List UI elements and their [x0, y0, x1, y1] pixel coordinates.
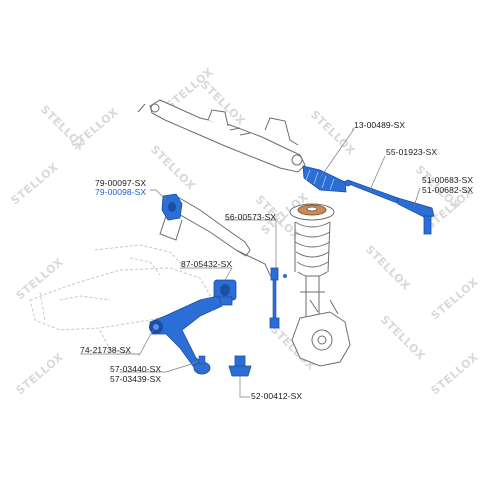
steering-rack	[137, 99, 306, 173]
label-stabilizer-bush-1: 79-00097-SX	[95, 178, 147, 188]
label-stabilizer-link: 56-00573-SX	[225, 212, 277, 222]
stabilizer-link	[269, 267, 287, 329]
lower-control-arm	[149, 295, 223, 375]
arm-ball-joint	[193, 355, 211, 375]
label-ball-joint-2: 57-03439-SX	[110, 374, 162, 384]
watermark-text: STELLOX	[14, 255, 66, 302]
label-control-arm-bush: 87-05432-SX	[181, 259, 233, 269]
tie-rod-end	[397, 197, 435, 235]
label-tie-rod-end-1: 51-00683-SX	[422, 175, 474, 185]
watermark-text: STELLOX	[148, 143, 198, 193]
steering-knuckle	[291, 299, 351, 367]
label-ball-joint-1: 57-03440-SX	[110, 364, 162, 374]
watermark-text: STELLOX	[429, 350, 481, 397]
watermark-text: STELLOX	[363, 243, 413, 293]
stabilizer-bush	[161, 193, 183, 221]
label-tie-rod-end-2: 51-00682-SX	[422, 185, 474, 195]
strut-assembly	[289, 203, 335, 322]
label-stabilizer-bush-2: 79-00098-SX	[95, 187, 147, 197]
label-lower-ball-joint: 52-00412-SX	[251, 391, 303, 401]
label-steering-rack-boot: 13-00489-SX	[354, 120, 406, 130]
steering-rack-boot	[302, 165, 347, 193]
leader-lines	[80, 128, 421, 398]
lower-ball-joint	[228, 355, 252, 377]
watermark-text: STELLOX	[378, 313, 428, 363]
watermark-text: STELLOX	[69, 105, 121, 152]
watermark-text: STELLOX	[429, 275, 481, 322]
label-control-arm: 74-21738-SX	[80, 345, 132, 355]
label-inner-tie-rod: 55-01923-SX	[386, 147, 438, 157]
inner-tie-rod	[343, 179, 399, 204]
watermark-text: STELLOX	[308, 108, 358, 158]
watermark-text: STELLOX	[9, 160, 61, 207]
watermark-text: STELLOX	[14, 350, 66, 397]
